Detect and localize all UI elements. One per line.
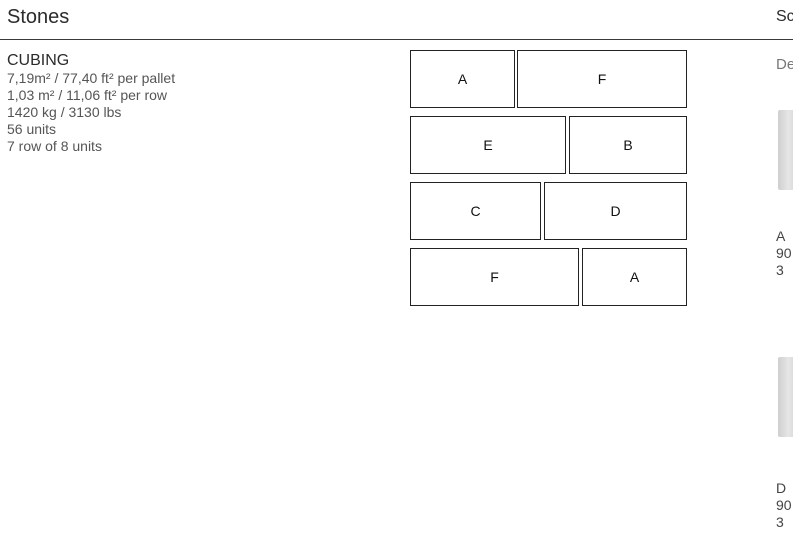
pallet-row: A F <box>410 50 687 110</box>
pallet-layout-grid: A F E B C D F A <box>410 50 687 314</box>
stone-letter: A <box>776 228 785 245</box>
stone-cell: D <box>544 182 687 240</box>
cubing-line: 1420 kg / 3130 lbs <box>7 104 175 121</box>
header-divider <box>0 39 793 40</box>
stone-cell: F <box>517 50 687 108</box>
stone-cell: E <box>410 116 566 174</box>
stone-dimension: 90 <box>776 497 792 514</box>
cubing-line: 7,19m² / 77,40 ft² per pallet <box>7 70 175 87</box>
stone-detail: 3 <box>776 262 784 279</box>
stone-cell: B <box>569 116 687 174</box>
cubing-line: 7 row of 8 units <box>7 138 175 155</box>
stone-cell: F <box>410 248 579 306</box>
cubing-line: 56 units <box>7 121 175 138</box>
pallet-row: E B <box>410 116 687 176</box>
cubing-spec: CUBING 7,19m² / 77,40 ft² per pallet 1,0… <box>7 52 175 155</box>
page-title: Stones <box>7 6 69 29</box>
stone-cell: C <box>410 182 541 240</box>
side-subtitle: De <box>776 56 793 73</box>
stone-dimension: 90 <box>776 245 792 262</box>
side-title: Sc <box>776 8 793 26</box>
stone-cell: A <box>410 50 515 108</box>
stone-cell: A <box>582 248 687 306</box>
cubing-line: 1,03 m² / 11,06 ft² per row <box>7 87 175 104</box>
stone-letter: D <box>776 480 786 497</box>
cubing-heading: CUBING <box>7 52 175 70</box>
stone-thumbnail <box>778 357 793 437</box>
pallet-row: F A <box>410 248 687 308</box>
stone-detail: 3 <box>776 514 784 531</box>
stone-thumbnail <box>778 110 793 190</box>
pallet-row: C D <box>410 182 687 242</box>
